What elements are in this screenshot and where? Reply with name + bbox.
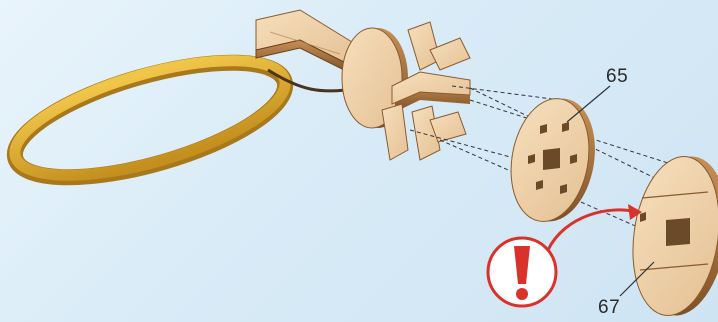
part-65-disc [502,92,604,227]
part-label-67: 67 [598,297,620,319]
part-67-disc [623,151,718,321]
part-label-65: 65 [606,66,628,88]
exclamation-icon [488,238,556,306]
rubber-band [3,37,360,201]
